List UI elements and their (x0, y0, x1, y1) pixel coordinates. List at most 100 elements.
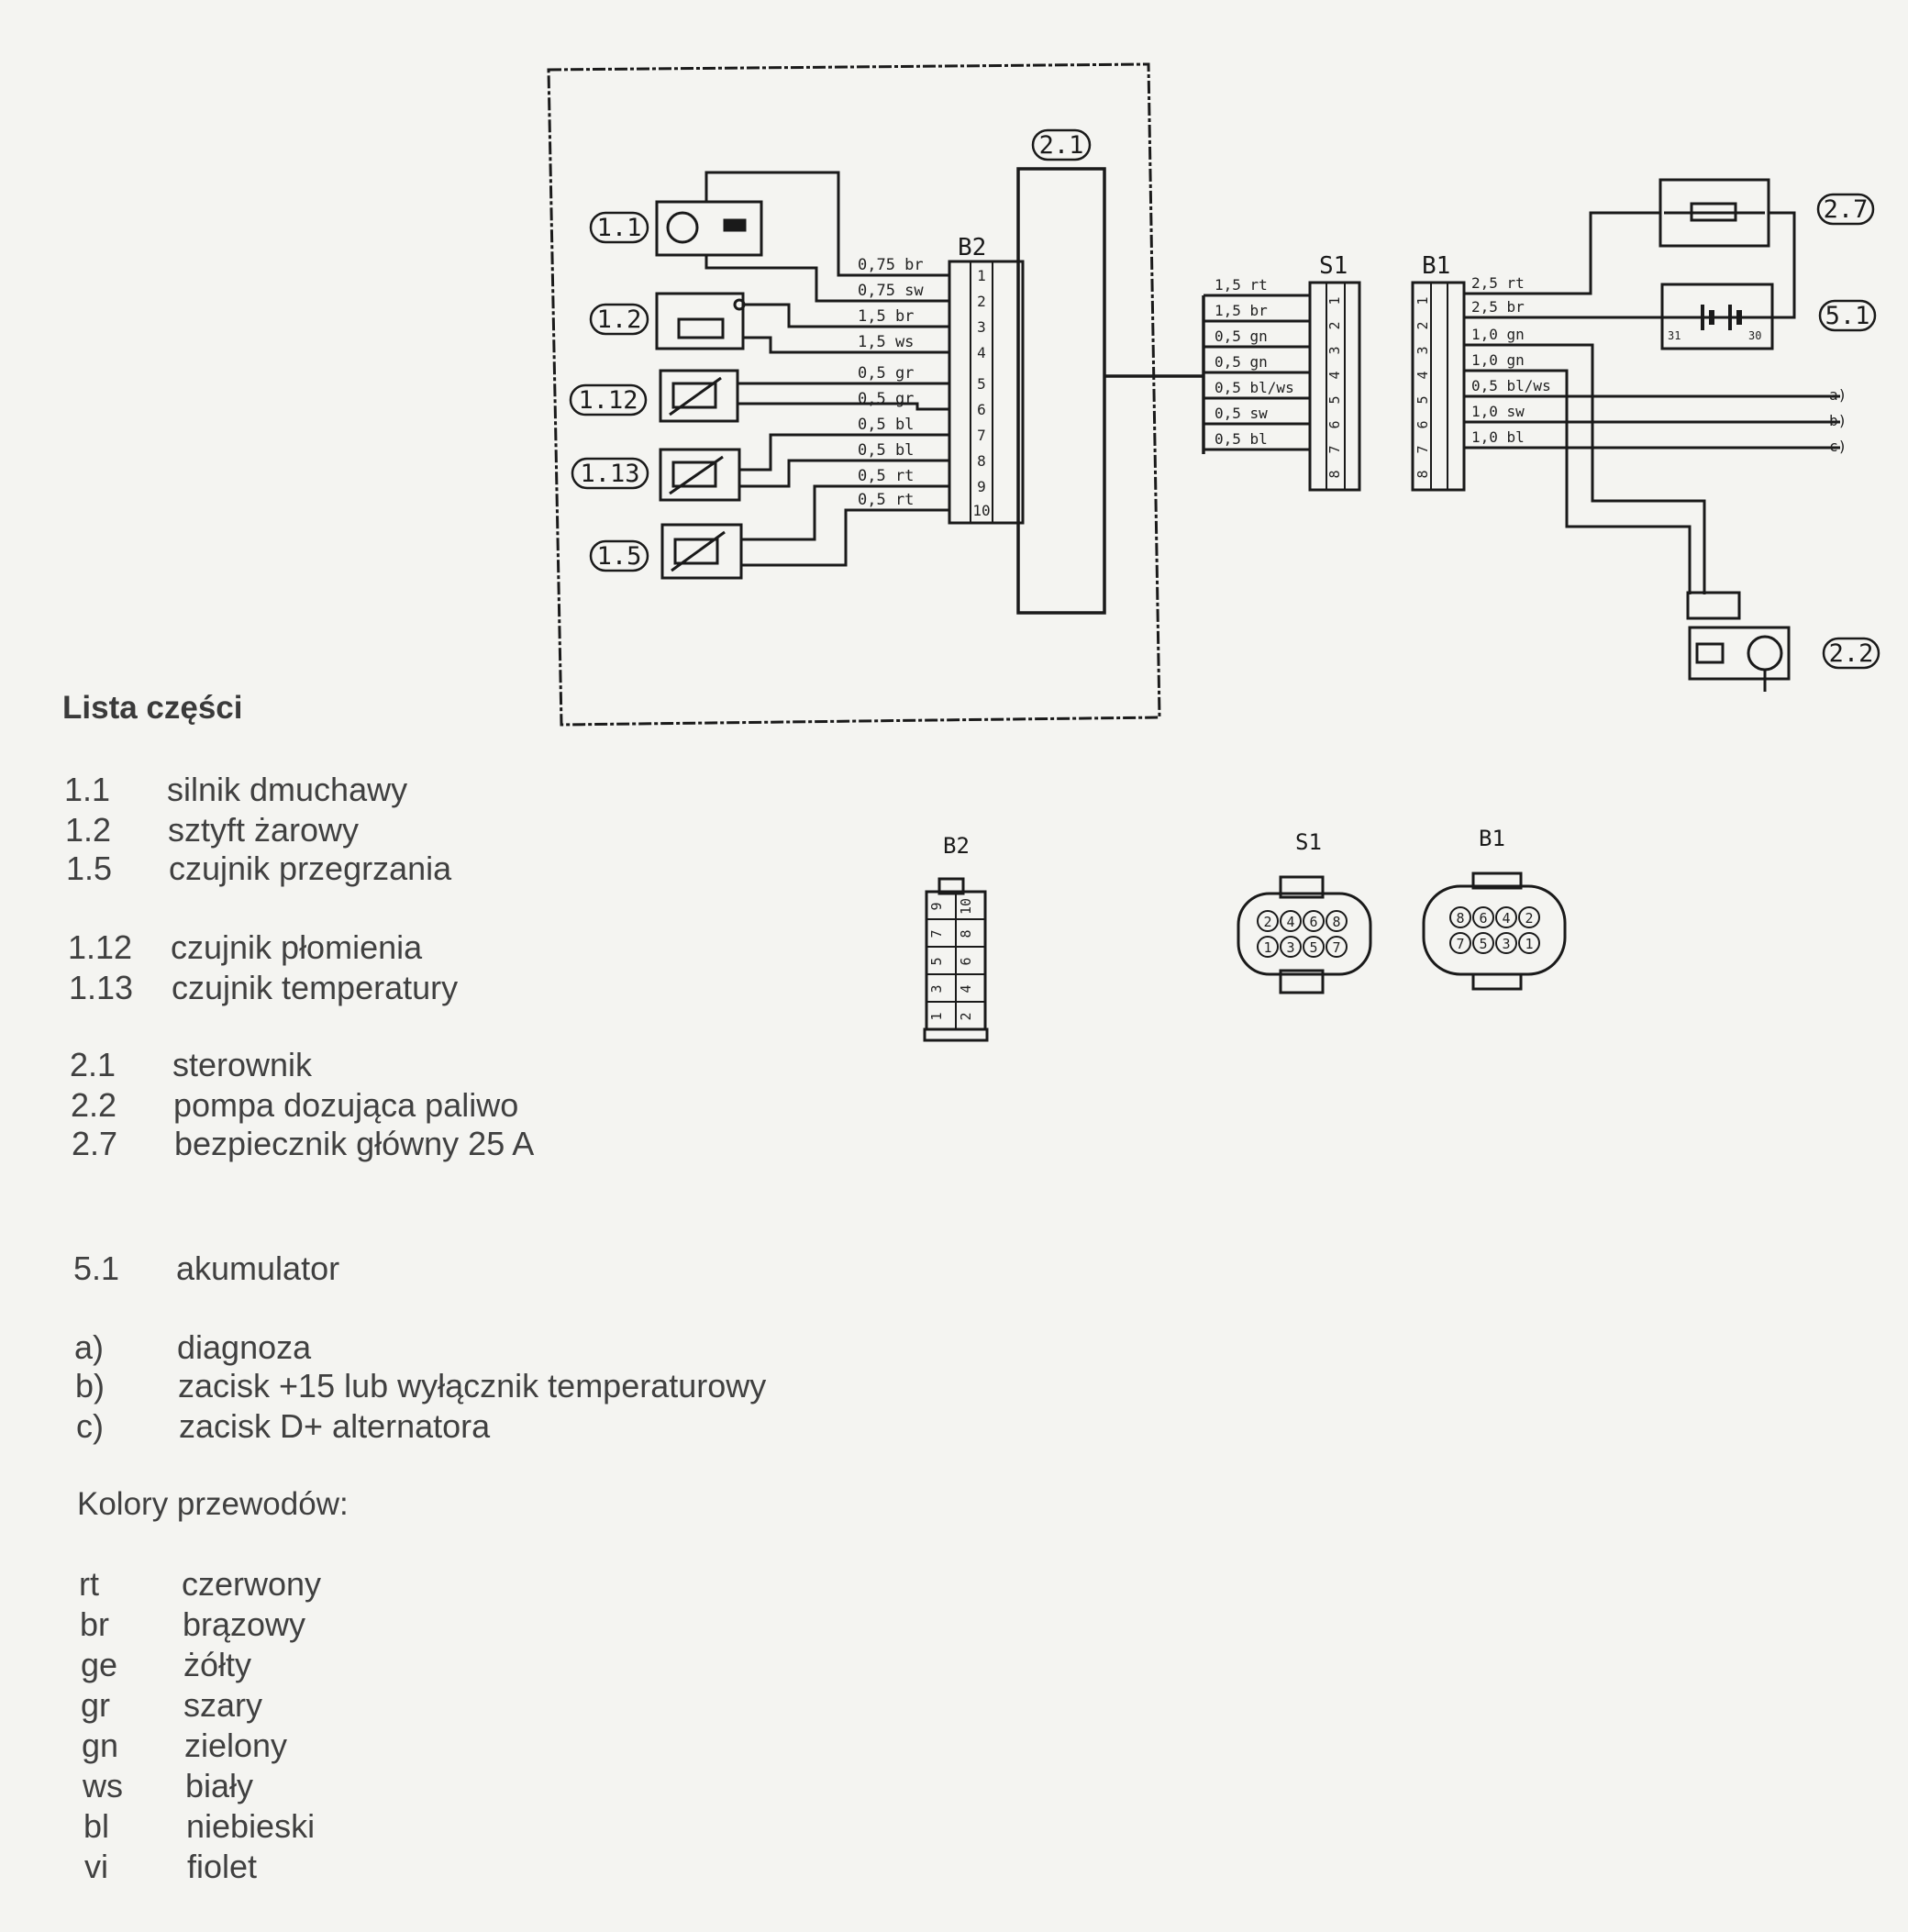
s1-view-pin: 5 (1309, 939, 1317, 956)
part-code: 1.1 (64, 771, 111, 808)
wire-color-name: czerwony (182, 1565, 322, 1603)
b1-view-pin-circle (1472, 906, 1494, 928)
connector-b2 (948, 260, 1025, 525)
b1-view-pin-circle (1449, 906, 1471, 928)
b2-pin-number: 5 (977, 375, 986, 393)
label-2-2: 2.2 (1829, 639, 1874, 668)
wire-color-code: gn (82, 1727, 119, 1764)
b2-connector-view (923, 877, 989, 1042)
part-name: silnik dmuchawy (167, 771, 408, 808)
s1-wire-label: 1,5 rt (1215, 276, 1268, 294)
wire-color-name: żółty (183, 1646, 252, 1683)
part-code: 2.2 (71, 1086, 117, 1124)
s1-wire-label: 0,5 gn (1215, 353, 1268, 371)
part-name: akumulator (176, 1249, 340, 1287)
wire-color-code: bl (83, 1807, 110, 1845)
s1-wire-label: 0,5 bl/ws (1215, 379, 1294, 396)
main-fuse-2-7 (1658, 178, 1770, 248)
part-name: zacisk +15 lub wyłącznik temperaturowy (178, 1367, 767, 1405)
s1-pin-number: 3 (1326, 346, 1343, 354)
b2-pin-number: 10 (972, 502, 990, 519)
b2-wire-label: 0,75 sw (858, 282, 924, 300)
part-name: czujnik płomienia (171, 928, 423, 966)
connector-s1 (1308, 281, 1361, 492)
b2-pin-number: 9 (977, 478, 986, 495)
b1-view-pin-circle (1495, 932, 1517, 954)
part-name: sztyft żarowy (168, 811, 360, 849)
label-1-12: 1.12 (578, 386, 638, 415)
s1-view-pin: 1 (1263, 939, 1271, 956)
part-code: c) (76, 1407, 104, 1445)
b1-view-pin: 4 (1502, 910, 1510, 927)
label-5-1: 5.1 (1825, 302, 1870, 330)
label-1-13: 1.13 (580, 460, 639, 488)
b1-pin-number: 3 (1414, 346, 1431, 354)
b1-view-pin: 8 (1456, 910, 1464, 927)
b1-view-pin-circle (1518, 932, 1540, 954)
b2-view-pin: 8 (958, 929, 974, 938)
b2-view-pin: 3 (928, 984, 945, 993)
s1-pin-number: 6 (1326, 420, 1343, 428)
b1-view-pin: 3 (1502, 936, 1510, 952)
b2-wire-label: 0,5 bl (858, 416, 914, 434)
battery-terminal-31: 31 (1668, 329, 1681, 342)
b2-view-pin: 10 (958, 898, 974, 915)
part-name: czujnik temperatury (172, 969, 459, 1006)
part-name: diagnoza (177, 1328, 312, 1366)
b1-wire-label: 1,0 gn (1471, 351, 1525, 369)
wire-color-code: ws (83, 1767, 123, 1804)
b1-view-pin: 1 (1525, 936, 1533, 952)
b1-view-pin-circle (1449, 932, 1471, 954)
wire-color-name: niebieski (186, 1807, 316, 1845)
b2-view-pin: 6 (958, 957, 974, 965)
b2-title: B2 (958, 234, 986, 261)
b1-wire-label: 2,5 rt (1471, 274, 1525, 292)
colors-title: Kolory przewodów: (77, 1486, 349, 1522)
s1-view-pin: 4 (1286, 914, 1294, 930)
label-2-7: 2.7 (1824, 195, 1869, 224)
b2-pin-number: 4 (977, 344, 986, 361)
wire-color-name: szary (183, 1686, 263, 1724)
s1-view-pin-circle (1303, 910, 1325, 932)
b2-view-pin: 9 (928, 902, 945, 910)
wire-color-name: zielony (184, 1727, 288, 1764)
b2-view-pin: 7 (928, 929, 945, 938)
s1-pin-number: 1 (1326, 296, 1343, 305)
part-name: sterownik (172, 1046, 313, 1083)
b1-pin-number: 5 (1414, 395, 1431, 404)
s1-view-pin-circle (1303, 936, 1325, 958)
overheat-sensor-1-5 (660, 523, 743, 580)
b1-pin-number: 7 (1414, 445, 1431, 453)
part-code: b) (75, 1367, 105, 1405)
b1-view-title: B1 (1479, 826, 1505, 851)
b1-view-pin-circle (1495, 906, 1517, 928)
b2-wire-label: 1,5 ws (858, 333, 914, 351)
wire-color-code: ge (81, 1646, 118, 1683)
part-name: pompa dozująca paliwo (173, 1086, 519, 1124)
b2-pin-number: 6 (977, 401, 986, 418)
b1-pin-number: 6 (1414, 420, 1431, 428)
b2-wire-label: 1,5 br (858, 307, 914, 326)
part-code: 1.2 (65, 811, 112, 849)
fuel-pump-2-2 (1686, 591, 1791, 692)
wire-color-code: rt (79, 1565, 99, 1603)
part-code: 1.13 (69, 969, 134, 1006)
b1-wire-label: 1,0 bl (1471, 428, 1525, 446)
b2-view-pin: 5 (928, 957, 945, 965)
part-code: 1.5 (66, 849, 113, 887)
b2-view-pin: 2 (958, 1012, 974, 1020)
b2-pin-number: 2 (977, 293, 986, 310)
b1-view-pin: 2 (1525, 910, 1533, 927)
s1-view-pin-circle (1257, 910, 1279, 932)
s1-view-pin: 8 (1332, 914, 1340, 930)
b2-wire-label: 0,5 bl (858, 441, 914, 460)
part-code: a) (74, 1328, 105, 1366)
b2-wire-label: 0,75 br (858, 256, 924, 274)
label-2-1: 2.1 (1039, 131, 1084, 160)
b1-view-pin-circle (1518, 906, 1540, 928)
s1-wire-label: 0,5 bl (1215, 430, 1268, 448)
connector-b1 (1411, 281, 1466, 492)
s1-view-pin-circle (1326, 936, 1348, 958)
s1-title: S1 (1319, 252, 1348, 280)
